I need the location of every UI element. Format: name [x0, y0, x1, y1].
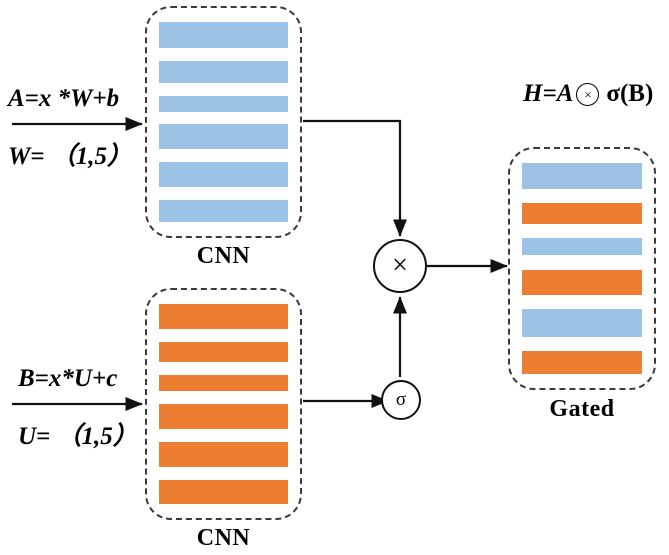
output-formula: H=A × σ(B): [523, 80, 653, 108]
kernel-input-b: U= （1,5）: [18, 423, 138, 450]
feature-bar: [159, 22, 288, 48]
cnn-bottom-block: [145, 288, 302, 520]
circled-times-icon: ×: [576, 82, 600, 106]
sigmoid-icon: σ: [395, 389, 407, 410]
sigmoid-node: σ: [381, 380, 421, 420]
gated-bar: [521, 203, 643, 225]
feature-bar: [159, 375, 288, 391]
feature-bar: [159, 442, 288, 467]
cnn-top-caption: CNN: [196, 243, 251, 269]
gated-bar: [521, 350, 643, 374]
multiply-node: ×: [373, 239, 427, 293]
gated-block: [508, 147, 656, 390]
feature-bar: [159, 60, 288, 83]
multiply-icon: ×: [392, 250, 408, 281]
feature-bar: [159, 404, 288, 429]
feature-bar: [159, 342, 288, 362]
output-formula-rhs: σ(B): [606, 80, 654, 107]
cnn-bottom-caption: CNN: [196, 525, 251, 551]
formula-input-a: A=x *W+b: [8, 85, 120, 112]
gated-bar: [521, 238, 643, 256]
output-formula-lhs: H=A: [523, 80, 574, 107]
gated-caption: Gated: [549, 396, 615, 422]
kernel-input-a: W= （1,5）: [8, 143, 132, 170]
feature-bar: [159, 199, 288, 222]
formula-input-b: B=x*U+c: [18, 365, 118, 392]
arrow-cnn-top-to-multiply: [303, 119, 408, 237]
feature-bar: [159, 95, 288, 112]
gated-bar: [521, 163, 643, 189]
gated-bar: [521, 308, 643, 337]
feature-bar: [159, 162, 288, 188]
cnn-top-block: [145, 6, 302, 238]
feature-bar: [159, 304, 288, 329]
gated-bar: [521, 269, 643, 295]
feature-bar: [159, 480, 288, 504]
feature-bar: [159, 124, 288, 150]
